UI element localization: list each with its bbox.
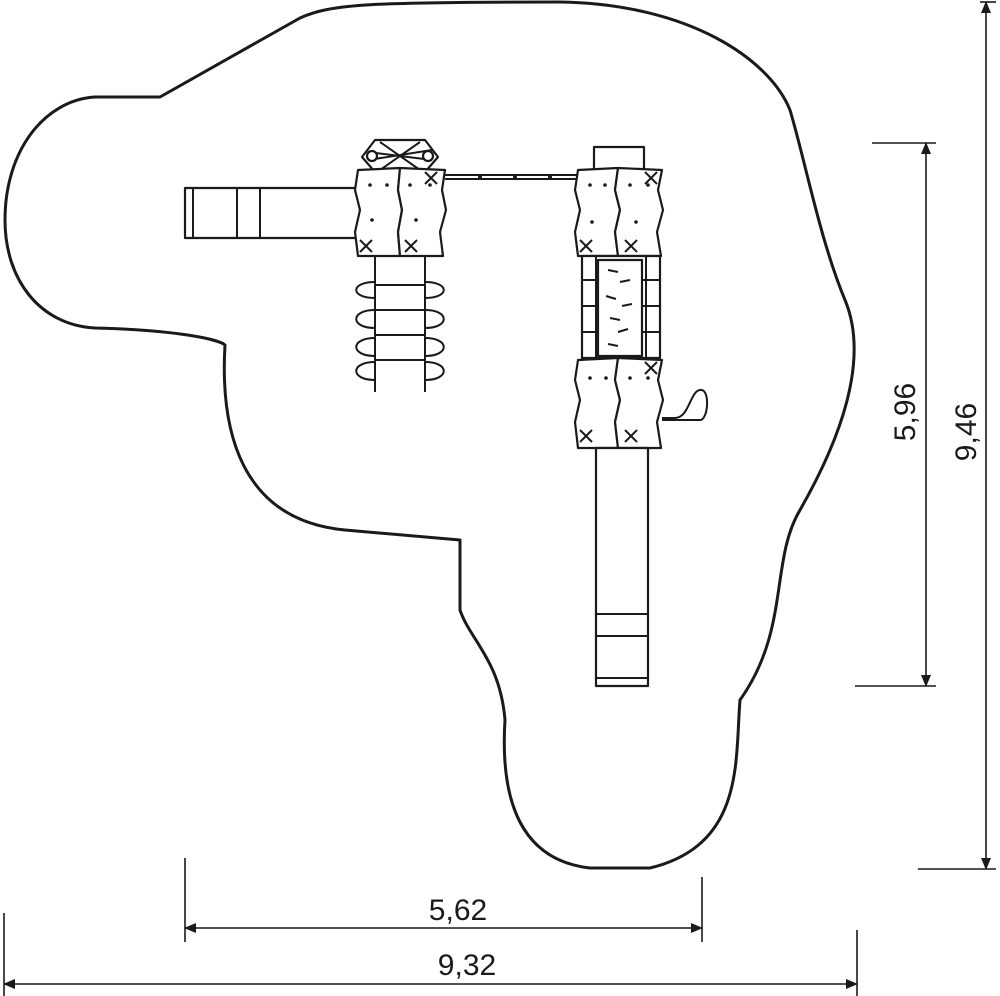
dimension-label-total-width: 9,32: [438, 949, 496, 982]
rope-bridge: [445, 174, 578, 180]
dimension-total-height: [918, 1, 996, 870]
dimension-label-inner-height: 5,96: [889, 383, 922, 441]
long-slide: [594, 446, 650, 688]
dimension-label-inner-width: 5,62: [429, 894, 487, 927]
right-tower-upper: [573, 166, 665, 258]
dimension-inner-width: [184, 858, 703, 942]
dimension-label-total-height: 9,46: [950, 403, 983, 461]
dimension-inner-height: [855, 142, 936, 687]
safety-zone-outline: [3, 0, 856, 870]
dimension-total-width: [3, 913, 858, 996]
climbing-ladder: [355, 256, 445, 392]
grab-handle: [662, 389, 708, 421]
left-slide: [183, 186, 362, 240]
left-tower: [353, 166, 448, 258]
climbing-net-section: [580, 254, 662, 360]
right-tower-lower: [573, 356, 665, 450]
